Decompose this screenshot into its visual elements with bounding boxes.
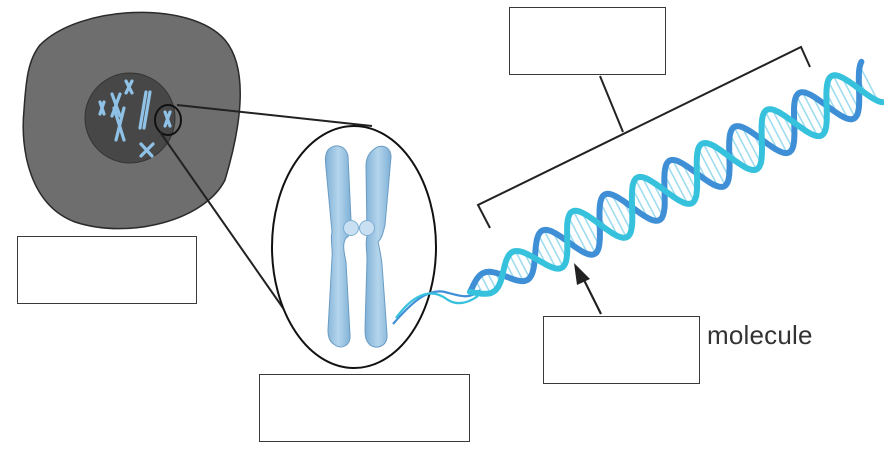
dna-base-pair bbox=[572, 210, 597, 254]
dna-base-pair bbox=[486, 271, 497, 290]
dna-base-pair bbox=[508, 254, 525, 282]
dna-base-pair bbox=[567, 216, 589, 255]
dna-base-pair bbox=[841, 77, 860, 110]
dna-base-pair bbox=[729, 133, 749, 169]
dna-base-pair bbox=[543, 229, 564, 268]
dna-arrow-head bbox=[574, 263, 590, 285]
dna-answer-box[interactable] bbox=[543, 316, 700, 384]
dna-base-pair bbox=[702, 142, 727, 186]
zoom-marker bbox=[154, 104, 182, 136]
gene-bracket-stem bbox=[599, 75, 624, 133]
nucleus bbox=[84, 72, 176, 164]
dna-base-pair bbox=[641, 176, 664, 217]
dna-base-pair bbox=[801, 91, 825, 134]
dna-strand-front bbox=[467, 72, 884, 297]
dna-base-pair bbox=[859, 65, 879, 102]
dna-base-pair bbox=[537, 234, 557, 269]
molecule-label: molecule bbox=[707, 320, 813, 350]
chromosome-zoom-ellipse bbox=[271, 125, 437, 369]
dna-base-pair bbox=[832, 75, 856, 119]
dna-arrow-shaft bbox=[581, 275, 602, 315]
dna-unwinding-strand bbox=[392, 289, 481, 325]
dna-base-pair bbox=[479, 274, 492, 294]
dna-base-pair bbox=[599, 202, 619, 237]
dna-base-pair bbox=[666, 163, 689, 205]
dna-strand-back bbox=[467, 58, 865, 295]
dna-base-pair bbox=[697, 148, 719, 187]
dna-base-pair bbox=[733, 126, 758, 170]
dna-base-pair bbox=[711, 144, 730, 178]
dna-base-pair bbox=[764, 110, 788, 154]
dna-base-pair bbox=[671, 159, 695, 202]
dna-base-pair bbox=[741, 126, 762, 164]
zoom-line-top bbox=[176, 104, 373, 127]
dna-base-pair bbox=[795, 95, 819, 137]
dna-base-pair bbox=[581, 212, 600, 246]
nucleus-chromosomes bbox=[98, 79, 172, 158]
dna-base-pair bbox=[603, 194, 628, 238]
dna-base-pair bbox=[634, 178, 658, 222]
chromosome-answer-box[interactable] bbox=[259, 374, 470, 442]
gene-bracket bbox=[476, 45, 811, 229]
dna-double-helix bbox=[467, 58, 884, 297]
dna-base-pair bbox=[514, 250, 531, 279]
dna-base-pair bbox=[611, 194, 632, 232]
cell-answer-box[interactable] bbox=[17, 236, 197, 304]
dna-base-pair bbox=[771, 109, 794, 149]
dna-base-pair bbox=[761, 119, 779, 151]
gene-answer-box[interactable] bbox=[509, 7, 666, 75]
dna-base-pair bbox=[827, 80, 849, 120]
chromosome bbox=[324, 145, 392, 348]
zoom-line-bottom bbox=[159, 131, 291, 319]
